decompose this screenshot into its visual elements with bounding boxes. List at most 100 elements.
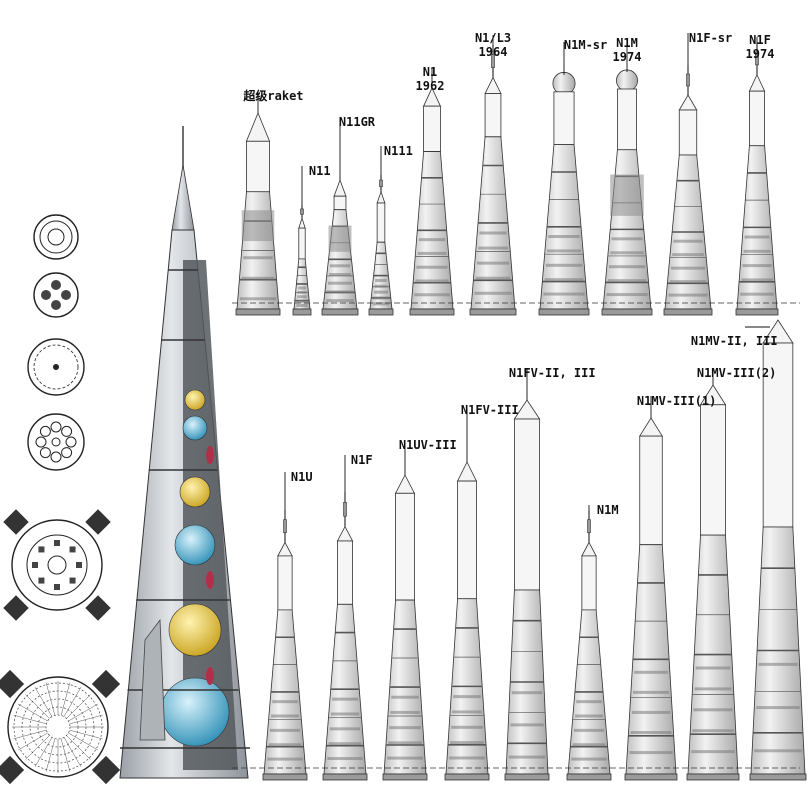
label-n1mv-iii-2: N1MV-III(2) (696, 366, 777, 380)
section-1-core (47, 228, 65, 246)
section-1-inner (39, 220, 73, 254)
tower-detail (686, 73, 690, 87)
section-6-spoke (25, 694, 50, 719)
upper-stage (395, 492, 415, 601)
rib-detail (417, 251, 447, 255)
section-5-ring (26, 534, 88, 596)
nose-cone (394, 474, 416, 494)
rib-detail (327, 757, 363, 761)
base-skirt (749, 773, 807, 781)
upper-stage (617, 88, 638, 151)
red-component (206, 446, 214, 464)
section-6-spoke (18, 732, 48, 751)
upper-stage (762, 342, 794, 528)
rib-detail (754, 749, 802, 753)
rib-detail (673, 239, 703, 243)
rib-detail (629, 751, 673, 755)
upper-stage (298, 227, 306, 260)
nose-cone (298, 216, 306, 229)
grid-fin (3, 509, 29, 535)
nose-cone (333, 178, 347, 197)
label-n1mv-iii-1: N1MV-III(1) (636, 394, 717, 408)
label-n1uv-iii: N1UV-III (398, 438, 457, 452)
nose-cone (456, 461, 478, 482)
rib-detail (672, 253, 704, 257)
rocket-super-raket (235, 111, 281, 316)
rib-detail (297, 295, 307, 299)
section-6-spoke (13, 729, 47, 740)
cross-sections (0, 214, 121, 785)
rib-detail (691, 750, 735, 754)
grid-fin (91, 755, 121, 785)
oxidizer-tank (160, 677, 230, 747)
rib-detail (575, 714, 603, 718)
rib-detail (418, 238, 446, 242)
upper-stage (457, 480, 477, 600)
rib-detail (694, 687, 732, 691)
base-skirt (321, 308, 359, 316)
section-5-engine (76, 562, 82, 568)
section-3-ring (33, 344, 79, 390)
rocket-n1fv-iii (444, 461, 490, 781)
rib-detail (474, 291, 512, 295)
section-3 (27, 338, 85, 396)
section-6-spoke (69, 714, 103, 725)
section-2-engine (61, 290, 71, 300)
nose-cone (748, 73, 766, 92)
rocket-n1mv-ii-iii (749, 319, 807, 781)
section-4-engine (35, 436, 47, 448)
section-2-engine (41, 290, 51, 300)
rib-detail (269, 728, 301, 732)
n1-cutaway-rocket (119, 126, 250, 779)
rib-detail (272, 700, 298, 704)
rocket-n1f-sr (663, 65, 713, 316)
upper-stage (553, 91, 575, 146)
base-skirt (382, 773, 428, 781)
rib-detail (296, 303, 308, 307)
rib-detail (327, 290, 353, 294)
section-2 (33, 272, 79, 318)
rib-detail (391, 695, 419, 699)
rib-detail (475, 276, 511, 280)
side-fairing (139, 618, 166, 741)
grid-fin (91, 669, 121, 699)
rocket-n1mv-iii-2 (686, 384, 740, 781)
rib-detail (388, 741, 422, 745)
upper-stage (376, 202, 386, 243)
base-skirt (624, 773, 678, 781)
rib-detail (453, 695, 481, 699)
base-skirt (538, 308, 590, 316)
grid-fin (3, 595, 29, 621)
section-6-spoke (69, 729, 103, 740)
section-4-engine (50, 421, 62, 433)
rib-detail (328, 742, 362, 746)
rib-detail (544, 278, 584, 282)
base-skirt (663, 308, 713, 316)
rib-detail (543, 292, 585, 296)
label-n11gr: N11GR (338, 115, 376, 129)
rib-detail (744, 235, 770, 239)
rocket-n1f-bottom (322, 492, 368, 781)
rib-detail (571, 757, 607, 761)
section-4-engine (39, 447, 51, 459)
rib-detail (476, 261, 510, 265)
rib-detail (372, 302, 390, 306)
section-5-engine (69, 546, 76, 553)
upper-stage (749, 90, 766, 147)
upper-stage (423, 105, 441, 152)
section-4 (27, 413, 85, 471)
dark-band (610, 174, 644, 216)
section-5-engine (38, 546, 45, 553)
grid-fin (85, 509, 111, 535)
rib-detail (416, 265, 448, 269)
section-6-spoke (45, 738, 56, 772)
rib-detail (668, 293, 708, 297)
fuel-tank (168, 603, 222, 657)
upper-stage (700, 404, 726, 536)
rocket-n1-1962 (409, 87, 455, 316)
label-n1m-sr: N1M-sr (563, 38, 608, 52)
rib-detail (267, 757, 303, 761)
rib-detail (630, 731, 672, 735)
